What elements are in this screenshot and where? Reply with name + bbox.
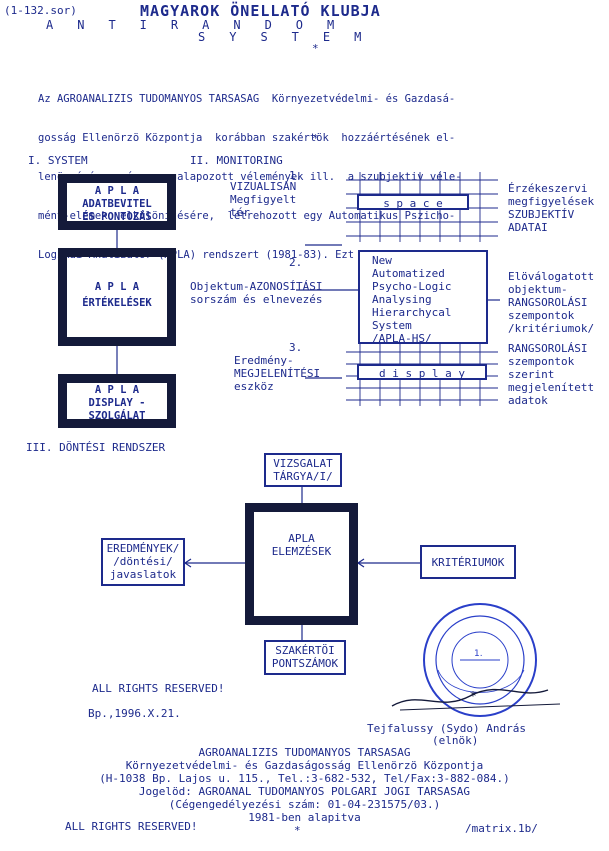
- star-mark: *: [294, 824, 301, 837]
- apla-hs-label: New Automatized Psycho-Logic Analysing H…: [372, 254, 452, 345]
- space-box: s p a c e: [357, 194, 469, 210]
- eredmenyek-label: EREDMÉNYEK/ /döntési/ javaslatok: [106, 542, 180, 581]
- document-ref: (1-132.sor): [4, 4, 77, 17]
- seal-number: 1.: [474, 649, 483, 659]
- seal-graphic: 1.: [423, 603, 537, 717]
- signer-role: (elnök): [432, 734, 479, 747]
- star-mark: *: [312, 132, 319, 145]
- vizsgalat-box: VIZSGALAT TÁRGYA/I/: [264, 453, 342, 487]
- section-monitoring: II. MONITORING: [190, 154, 283, 167]
- monitoring-right-3: RANGSOROLÁSI szempontok szerint megjelen…: [508, 342, 595, 407]
- title-antirandom: ANTIRANDOM: [46, 18, 359, 32]
- system-box-display: A P L A DISPLAY - SZOLGÁLAT: [58, 374, 176, 428]
- title-system: SYSTEM: [198, 30, 386, 44]
- signer-name: Tejfalussy (Sydo) András: [367, 722, 526, 735]
- display-box: d i s p l a y: [357, 364, 487, 380]
- szakertoi-label: SZAKÉRTÖI PONTSZÁMOK: [271, 644, 339, 670]
- system-box-adatbevitel: A P L A ADATBEVITEL ÉS PONTOZÁS: [58, 174, 176, 230]
- kriteriumok-box: KRITÉRIUMOK: [420, 545, 516, 579]
- system-box-label: A P L A ADATBEVITEL ÉS PONTOZÁS: [82, 185, 152, 223]
- eredmenyek-box: EREDMÉNYEK/ /döntési/ javaslatok: [101, 538, 185, 586]
- monitoring-left-3: Eredmény- MEGJELENÍTÉSI eszköz: [234, 354, 321, 393]
- system-box-label: A P L A ÉRTÉKELÉSEK: [82, 281, 152, 309]
- monitoring-left-1: VIZUALISAN Megfigyelt tér: [230, 180, 297, 219]
- page-title: MAGYAROK ÖNELLATÓ KLUBJA: [140, 2, 381, 20]
- display-label: d i s p l a y: [378, 367, 466, 380]
- organization-seal: 1.: [420, 600, 540, 720]
- signature-star: *: [470, 689, 476, 703]
- footer-registration: (Cégengedélyezési szám: 01-04-231575/03.…: [168, 798, 441, 811]
- star-mark: *: [312, 42, 319, 55]
- monitoring-left-2: Objektum-AZONOSÍTÁSI sorszám és elnevezé…: [190, 280, 323, 306]
- monitoring-right-1: Érzékeszervi megfigyelések SZUBJEKTÍV AD…: [508, 182, 595, 234]
- elemzesek-label: APLA ELEMZÉSEK: [271, 532, 332, 558]
- kriteriumok-label: KRITÉRIUMOK: [431, 556, 505, 569]
- intro-paragraph: Az AGROANALIZIS TUDOMANYOS TARSASAG Körn…: [38, 67, 462, 275]
- rights-reserved-top: ALL RIGHTS RESERVED!: [92, 682, 225, 695]
- system-box-ertekelesek: A P L A ÉRTÉKELÉSEK: [58, 248, 176, 346]
- space-label: s p a c e: [383, 197, 443, 210]
- footer-address: (H-1038 Bp. Lajos u. 115., Tel.:3-682-53…: [99, 772, 510, 785]
- system-box-label: A P L A DISPLAY - SZOLGÁLAT: [88, 384, 146, 422]
- section-dontesi: III. DÖNTÉSI RENDSZER: [26, 441, 166, 454]
- elemzesek-box: APLA ELEMZÉSEK: [245, 503, 358, 625]
- step-3: 3.: [289, 341, 303, 354]
- step-2: 2.: [289, 256, 303, 269]
- footer-date: Bp.,1996.X.21.: [88, 707, 181, 720]
- footer-founded: 1981-ben alapitva: [248, 811, 361, 824]
- rights-reserved-bottom: ALL RIGHTS RESERVED!: [65, 820, 198, 833]
- footer-org-sub: Környezetvédelmi- és Gazdaságosság Ellen…: [125, 759, 484, 772]
- footer-org: AGROANALIZIS TUDOMANYOS TARSASAG: [198, 746, 411, 759]
- apla-hs-box: New Automatized Psycho-Logic Analysing H…: [358, 250, 488, 345]
- intro-line: Az AGROANALIZIS TUDOMANYOS TARSASAG Körn…: [38, 93, 456, 105]
- monitoring-right-2: Elöválogatott objektum- RANGSOROLÁSI sze…: [508, 270, 595, 335]
- section-system: I. SYSTEM: [28, 154, 88, 167]
- vizsgalat-label: VIZSGALAT TÁRGYA/I/: [273, 457, 333, 483]
- footer-successor: Jogelöd: AGROANAL TUDOMANYOS POLGARI JOG…: [138, 785, 471, 798]
- document-code: /matrix.1b/: [465, 822, 538, 835]
- step-1: 1.: [289, 169, 303, 182]
- szakertoi-box: SZAKÉRTÖI PONTSZÁMOK: [264, 640, 346, 675]
- intro-line: gosság Ellenörzö Központja korábban szak…: [38, 132, 456, 144]
